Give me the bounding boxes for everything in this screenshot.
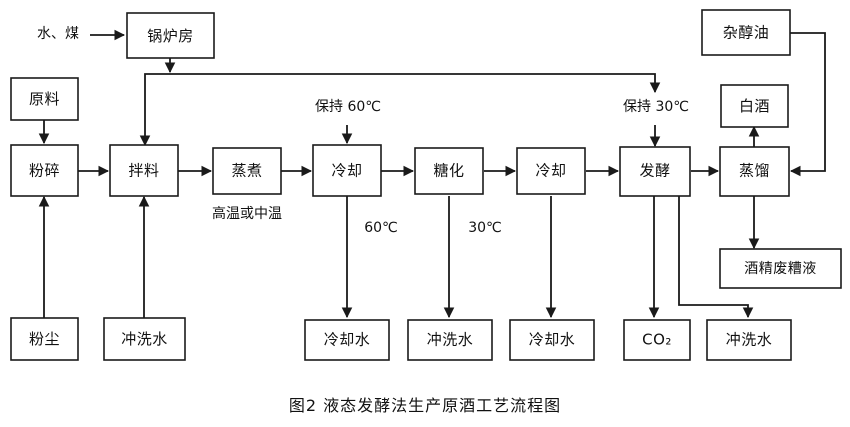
label-keep-30: 保持 30℃	[623, 99, 689, 115]
node-cooling-water-2-label: 冷却水	[529, 331, 576, 349]
node-crushing-label: 粉碎	[29, 162, 60, 180]
node-boiler-room[interactable]: 锅炉房	[126, 12, 215, 59]
node-co2[interactable]: CO₂	[623, 319, 691, 361]
node-fermentation-label: 发酵	[639, 162, 670, 180]
node-wash-water-input[interactable]: 冲洗水	[103, 317, 186, 361]
node-saccharification[interactable]: 糖化	[414, 147, 484, 195]
node-wash-water-1[interactable]: 冲洗水	[407, 319, 493, 361]
node-cooling-2[interactable]: 冷却	[516, 147, 586, 195]
node-cooling-water-1[interactable]: 冷却水	[304, 319, 390, 361]
label-keep-60: 保持 60℃	[315, 99, 381, 115]
node-fusel-oil-label: 杂醇油	[723, 24, 770, 42]
node-mixing-label: 拌料	[128, 162, 159, 180]
node-crushing[interactable]: 粉碎	[10, 144, 79, 197]
node-wash-water-1-label: 冲洗水	[427, 331, 474, 349]
edge-fermentation-to-washwater2	[678, 196, 754, 319]
node-raw-material[interactable]: 原料	[10, 77, 79, 121]
node-co2-label: CO₂	[642, 331, 672, 349]
edge-steam-bus-right	[170, 73, 661, 94]
node-alcohol-waste-label: 酒精废糟液	[744, 261, 817, 277]
node-cooling-1[interactable]: 冷却	[312, 144, 382, 197]
node-cooling-water-2[interactable]: 冷却水	[509, 319, 595, 361]
label-water-coal: 水、煤	[37, 26, 79, 42]
label-temp-60: 60℃	[364, 220, 398, 236]
node-baijiu[interactable]: 白酒	[720, 84, 789, 128]
node-cooling-1-label: 冷却	[331, 162, 362, 180]
node-dust-label: 粉尘	[29, 330, 60, 348]
edge-steam-bus-left	[139, 73, 170, 147]
node-boiler-room-label: 锅炉房	[147, 27, 194, 45]
node-wash-water-input-label: 冲洗水	[121, 330, 168, 348]
node-cooling-water-1-label: 冷却水	[324, 331, 371, 349]
node-mixing[interactable]: 拌料	[109, 144, 179, 197]
node-wash-water-2[interactable]: 冲洗水	[706, 319, 792, 361]
edge-fuseloil-to-distillation	[789, 32, 826, 177]
node-raw-material-label: 原料	[29, 90, 60, 108]
figure-caption: 图2 液态发酵法生产原酒工艺流程图	[288, 396, 562, 415]
node-cooling-2-label: 冷却	[535, 162, 566, 180]
node-baijiu-label: 白酒	[739, 97, 770, 115]
node-fusel-oil[interactable]: 杂醇油	[701, 9, 791, 56]
node-saccharification-label: 糖化	[433, 162, 464, 180]
node-steaming[interactable]: 蒸煮	[212, 147, 282, 195]
node-distillation-label: 蒸馏	[739, 162, 770, 180]
node-steaming-label: 蒸煮	[231, 162, 262, 180]
node-alcohol-waste[interactable]: 酒精废糟液	[719, 248, 842, 289]
node-fermentation[interactable]: 发酵	[619, 146, 691, 197]
label-temp-30: 30℃	[468, 220, 502, 236]
node-distillation[interactable]: 蒸馏	[719, 146, 790, 197]
node-dust[interactable]: 粉尘	[10, 317, 79, 361]
label-high-or-mid-temp: 高温或中温	[212, 205, 282, 222]
node-wash-water-2-label: 冲洗水	[726, 331, 773, 349]
